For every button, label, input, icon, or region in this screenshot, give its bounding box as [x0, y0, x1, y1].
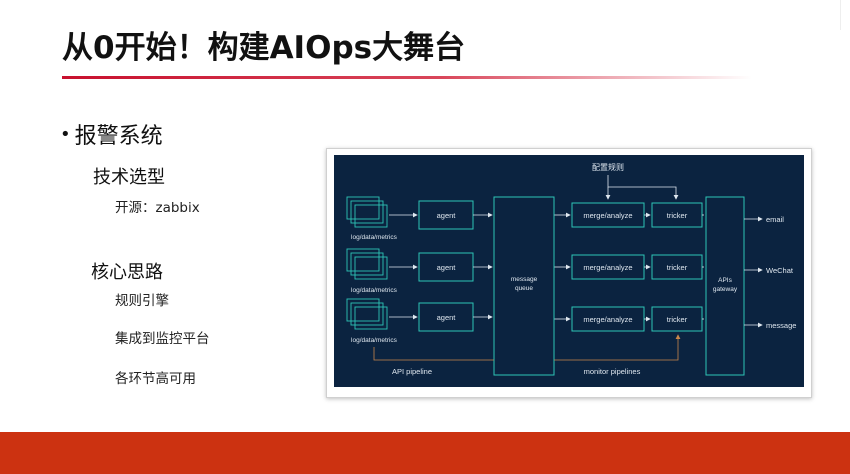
agent-label: agent: [437, 313, 457, 322]
source-label: log/data/metrics: [351, 337, 398, 344]
diagram-canvas: 配置规则 log/data/metrics agent merge/analyz…: [334, 155, 804, 387]
output-message: message: [766, 321, 796, 330]
api-pipeline-label: API pipeline: [392, 367, 432, 376]
monitor-pipelines-label: monitor pipelines: [584, 367, 641, 376]
slide-title: 从0开始！构建AIOps大舞台: [62, 30, 466, 66]
section-heading-idea: 核心思路: [91, 262, 163, 283]
source-stack-icon: [346, 196, 388, 228]
section-heading-tech: 技术选型: [93, 167, 165, 188]
architecture-diagram: 配置规则 log/data/metrics agent merge/analyz…: [326, 148, 812, 398]
source-stack-icon: [346, 298, 388, 330]
merge-analyze-label: merge/analyze: [583, 315, 632, 324]
diagram-background: [334, 155, 804, 387]
tricker-label: tricker: [667, 315, 688, 324]
tricker-label: tricker: [667, 263, 688, 272]
source-stack-icon: [346, 248, 388, 280]
message-queue-label-2: queue: [515, 285, 533, 292]
list-item: 各环节高可用: [115, 371, 196, 387]
list-item: 开源：zabbix: [115, 200, 200, 216]
apis-gateway-box: [705, 196, 745, 376]
merge-analyze-label: merge/analyze: [583, 211, 632, 220]
agent-label: agent: [437, 211, 457, 220]
apis-gateway-label-2: gateway: [713, 286, 738, 293]
bullet-dot-icon: •: [60, 123, 71, 145]
config-arrows: [605, 175, 679, 200]
pipeline-row-1: log/data/metrics agent merge/analyze tri…: [346, 196, 704, 241]
output-arrows: [744, 216, 763, 328]
list-item: 规则引擎: [115, 293, 169, 309]
merge-analyze-label: merge/analyze: [583, 263, 632, 272]
apis-gateway-label-1: APIs: [718, 277, 732, 284]
output-email: email: [766, 215, 784, 224]
corner-mark: [840, 0, 850, 30]
source-label: log/data/metrics: [351, 287, 398, 294]
footer-bar: [0, 432, 850, 474]
output-wechat: WeChat: [766, 266, 794, 275]
message-queue-label-1: message: [511, 276, 538, 283]
list-item: 集成到监控平台: [115, 331, 210, 347]
agent-label: agent: [437, 263, 457, 272]
bullet-item: • 报警系统: [60, 118, 163, 150]
source-label: log/data/metrics: [351, 234, 398, 241]
bullet-text: 报警系统: [74, 124, 163, 149]
message-queue-box: [493, 196, 555, 376]
config-rules-label: 配置规则: [592, 162, 624, 172]
pipeline-row-3: log/data/metrics agent merge/analyze tri…: [346, 298, 704, 344]
pipeline-row-2: log/data/metrics agent merge/analyze tri…: [346, 248, 704, 294]
pipeline-feedback-lines: [373, 334, 681, 361]
title-underline: [62, 76, 752, 79]
tricker-label: tricker: [667, 211, 688, 220]
